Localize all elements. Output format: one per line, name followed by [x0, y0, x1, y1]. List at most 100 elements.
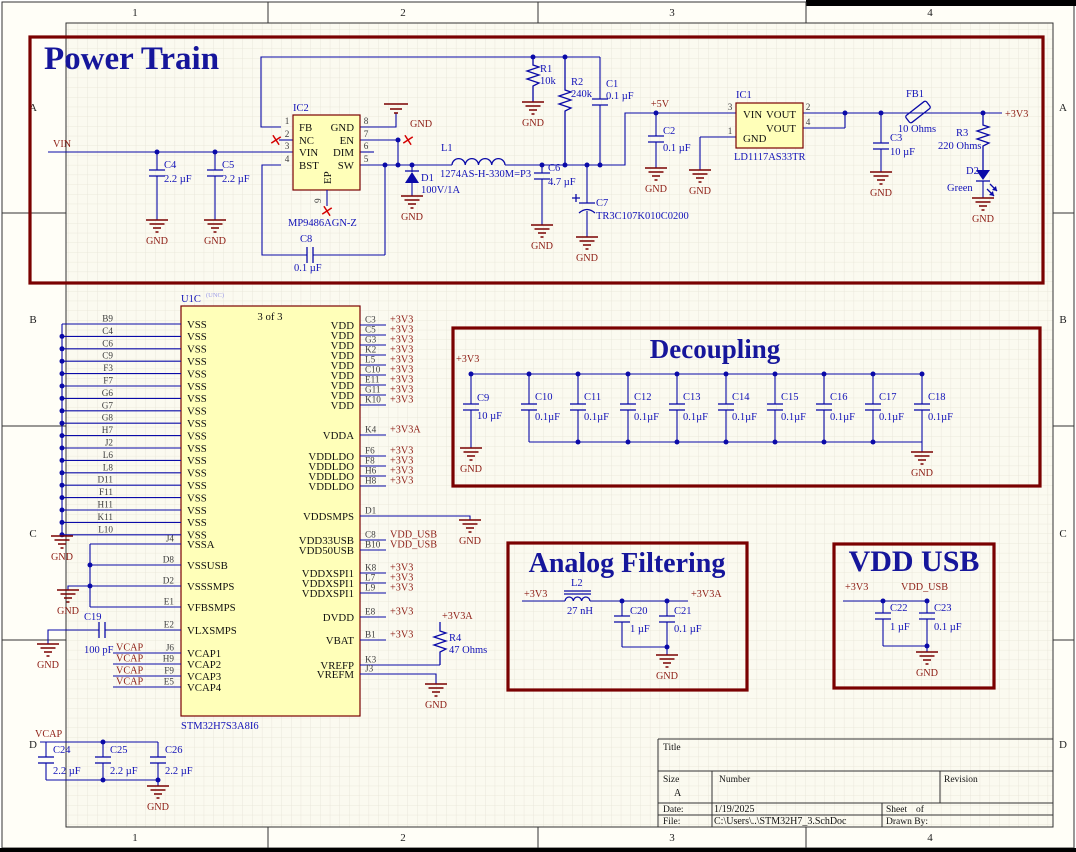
decoupling-caps: C100.1µFC110.1µFC120.1µFC130.1µFC140.1µF… — [521, 371, 953, 445]
junction-dot — [870, 439, 876, 445]
zone-col: 1 — [132, 832, 138, 844]
ic2-designator: IC2 — [293, 103, 309, 114]
cap-c7-polarized: C7 TR3C107K010C0200 — [572, 165, 689, 237]
net-label: +3V3 — [390, 630, 413, 641]
pin-name: VDDLDO — [308, 481, 354, 493]
cap-c22-val: 1 µF — [890, 622, 910, 633]
gnd: GND — [870, 171, 892, 199]
svg-text:0.1 µF: 0.1 µF — [606, 91, 634, 102]
pin-name: VSS — [187, 430, 207, 442]
inductor-l2: L2 27 nH — [564, 578, 593, 617]
led-d2: D2 Green — [947, 166, 998, 198]
pin-designator: L6 — [103, 450, 114, 460]
net-label: +3V3 — [390, 395, 413, 406]
net-label: +3V3 — [390, 466, 413, 477]
pin-designator: K10 — [365, 395, 381, 405]
cap-designator: C25 — [110, 745, 128, 756]
cap-designator: C14 — [732, 392, 750, 403]
gnd: GND — [57, 589, 79, 617]
gnd: GND — [645, 167, 667, 195]
pin-designator: D8 — [163, 555, 175, 565]
zone-row: D — [1059, 739, 1067, 751]
svg-text:4.7 µF: 4.7 µF — [548, 177, 576, 188]
net-label: VCAP — [116, 666, 144, 677]
zone-row: B — [1059, 314, 1066, 326]
gnd: GND — [459, 519, 481, 547]
ferrite-fb1: FB1 10 Ohms — [898, 89, 936, 135]
net-label: +3V3 — [390, 315, 413, 326]
svg-text:C3: C3 — [890, 133, 902, 144]
gnd: GND — [425, 683, 447, 711]
zone-col: 3 — [669, 7, 675, 19]
svg-text:D1: D1 — [421, 173, 434, 184]
tb-revision-label: Revision — [944, 775, 978, 785]
net-label: +3V3 — [390, 365, 413, 376]
u1c-designator: U1C — [181, 294, 201, 305]
gnd-label: GND — [916, 668, 938, 679]
svg-text:R4: R4 — [449, 633, 462, 644]
decoupling-border — [451, 326, 1042, 488]
net-label-3v3: +3V3 — [456, 354, 479, 365]
gnd-label: GND — [576, 253, 598, 264]
pin-designator: D11 — [98, 475, 114, 485]
gnd: GND — [689, 169, 711, 197]
cap-value: 2.2 µF — [165, 766, 193, 777]
pin-name-ep: EP — [322, 171, 334, 184]
pin-name: VSS — [187, 319, 207, 331]
pin-name: VDD — [331, 390, 355, 402]
pin-name: VDD50USB — [299, 545, 354, 557]
svg-text:0.1 µF: 0.1 µF — [294, 263, 322, 274]
junction-dot — [575, 439, 581, 445]
junction-dot — [723, 371, 729, 377]
pin-number: 2 — [285, 129, 290, 139]
pin-number: 9 — [313, 198, 323, 203]
zone-row: D — [29, 739, 37, 751]
pin-designator: E5 — [164, 677, 175, 687]
pin-name: VREFP — [320, 660, 354, 672]
pin-number: 7 — [364, 129, 369, 139]
cap-c3: C3 10 µF — [873, 113, 915, 172]
tb-file-value: C:\Users\..\STM32H7_3.SchDoc — [714, 816, 847, 827]
pin-name: SW — [338, 160, 355, 172]
svg-text:0.1 µF: 0.1 µF — [663, 143, 691, 154]
gnd: GND — [147, 785, 169, 813]
pin-name: VCAP3 — [187, 671, 221, 683]
pin-name: VDDSMPS — [303, 511, 354, 523]
net-label: +3V3 — [390, 375, 413, 386]
junction-dot — [100, 739, 106, 745]
cap-c8: C8 0.1 µF — [294, 234, 322, 274]
power-train-border — [28, 35, 1045, 285]
svg-text:VOUT: VOUT — [766, 109, 796, 121]
junction-dot — [100, 777, 106, 783]
gnd-label: GND — [522, 118, 544, 129]
pin-designator: H6 — [365, 466, 377, 476]
tb-drawn-label: Drawn By: — [886, 817, 928, 827]
pin-number: 3 — [285, 141, 290, 151]
pin-number: 1 — [285, 116, 290, 126]
cap-c9: C9 10 µF — [463, 374, 502, 448]
net-label: +3V3 — [390, 607, 413, 618]
zone-row: A — [29, 102, 37, 114]
pin-name: VSS — [187, 468, 207, 480]
net-label-3v3: +3V3 — [524, 589, 547, 600]
gnd: GND — [531, 224, 553, 252]
net-label: +3V3 — [390, 446, 413, 457]
pin-name: VCAP4 — [187, 682, 222, 694]
no-erc-marker — [402, 134, 414, 146]
pin-name: VDD — [331, 380, 355, 392]
tb-date-value: 1/19/2025 — [714, 804, 755, 815]
pin-name: VSS — [187, 381, 207, 393]
pin-designator: C5 — [365, 325, 376, 335]
pin-designator: L5 — [365, 355, 376, 365]
svg-text:C9: C9 — [477, 393, 489, 404]
pin-name: VSS — [187, 418, 207, 430]
gnd: GND — [576, 236, 598, 264]
cap-c23-val: 0.1 µF — [934, 622, 962, 633]
section-title: Analog Filtering — [529, 548, 726, 579]
net-label: VDD_USB — [390, 530, 437, 541]
pin-name: VCAP1 — [187, 648, 221, 660]
pin-name: VFBSMPS — [187, 602, 236, 614]
svg-text:IC1: IC1 — [736, 90, 752, 101]
